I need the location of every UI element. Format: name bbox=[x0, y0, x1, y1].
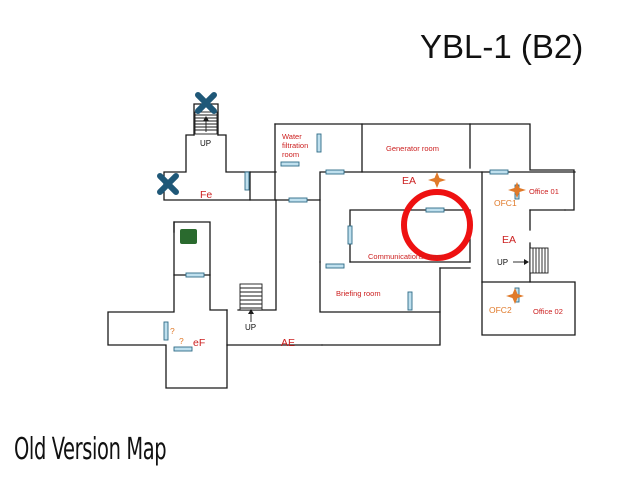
marker-ofc1: OFC1 bbox=[494, 198, 517, 208]
door[interactable] bbox=[316, 133, 322, 153]
marker-question-2: ? bbox=[179, 336, 184, 346]
door[interactable] bbox=[173, 346, 193, 352]
marker-ea-top: EA bbox=[402, 175, 416, 187]
door[interactable] bbox=[325, 169, 345, 175]
generator-room-label: Generator room bbox=[386, 144, 439, 153]
doors bbox=[163, 133, 520, 352]
door[interactable] bbox=[244, 171, 250, 191]
marker-ea-right: EA bbox=[502, 234, 516, 246]
door[interactable] bbox=[185, 272, 205, 278]
briefing-room-label: Briefing room bbox=[336, 289, 381, 298]
stairs-center[interactable] bbox=[239, 283, 263, 322]
four-point-star-icon[interactable] bbox=[506, 288, 524, 304]
stairs-top-label: UP bbox=[200, 139, 211, 148]
x-mark-icon bbox=[157, 173, 179, 195]
door[interactable] bbox=[163, 321, 169, 341]
stairs-top[interactable] bbox=[194, 111, 218, 135]
marker-ae: AE bbox=[281, 337, 295, 349]
door[interactable] bbox=[325, 263, 345, 269]
marker-ef: eF bbox=[193, 337, 205, 349]
map-title: YBL-1 (B2) bbox=[420, 28, 584, 65]
map-caption: Old Version Map bbox=[14, 432, 167, 467]
door[interactable] bbox=[407, 291, 413, 311]
four-point-star-icon[interactable] bbox=[428, 172, 446, 188]
door[interactable] bbox=[489, 169, 509, 175]
door[interactable] bbox=[280, 161, 300, 167]
stairs-center-label: UP bbox=[245, 323, 256, 332]
door[interactable] bbox=[425, 207, 445, 213]
marker-question-1: ? bbox=[170, 326, 175, 336]
four-point-star-icon[interactable] bbox=[508, 182, 526, 198]
door[interactable] bbox=[288, 197, 308, 203]
marker-fe: Fe bbox=[200, 189, 212, 201]
walls bbox=[107, 103, 576, 389]
x-mark-icon bbox=[195, 92, 217, 114]
office-02-label: Office 02 bbox=[533, 307, 563, 316]
red-circle-highlight bbox=[401, 189, 473, 261]
water-filtration-label-line3: room bbox=[282, 150, 299, 159]
door[interactable] bbox=[347, 225, 353, 245]
water-filtration-label-line1: Water bbox=[282, 132, 302, 141]
office-01-label: Office 01 bbox=[529, 187, 559, 196]
stairs-right-label: UP bbox=[497, 258, 508, 267]
green-objective-box[interactable] bbox=[180, 229, 197, 244]
communications-room-label: Communications room bbox=[368, 252, 443, 261]
water-filtration-label-line2: filtration bbox=[282, 141, 308, 150]
marker-ofc2: OFC2 bbox=[489, 305, 512, 315]
stairs-right[interactable] bbox=[513, 247, 549, 274]
